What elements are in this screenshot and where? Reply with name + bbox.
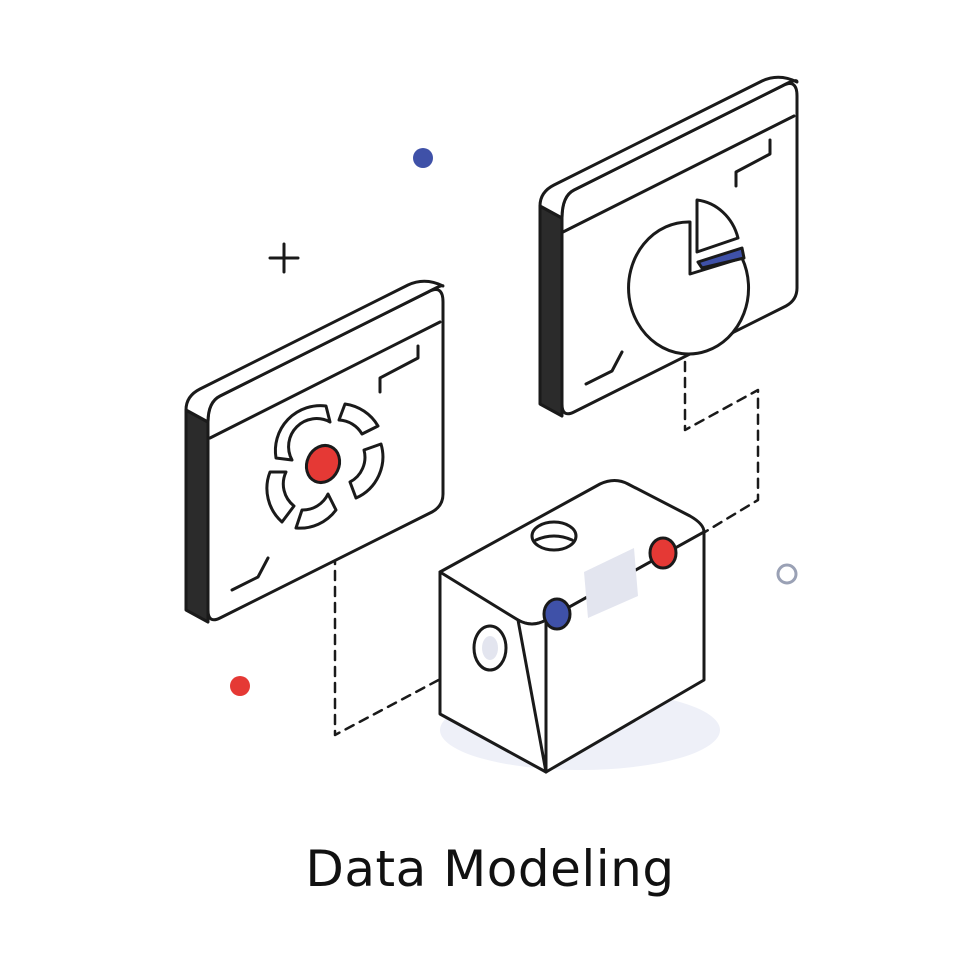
target-rings xyxy=(265,402,385,530)
ring-dot xyxy=(776,563,798,585)
status-light-red xyxy=(648,536,678,570)
target-screen-icon xyxy=(184,279,445,624)
status-light-blue xyxy=(542,597,572,631)
red-dot xyxy=(230,676,250,696)
pie-chart xyxy=(627,198,751,356)
plus-sparkle-icon xyxy=(268,242,300,274)
pie-chart-screen-icon xyxy=(538,75,799,418)
display-panel xyxy=(584,548,638,618)
connector-lines xyxy=(333,360,760,737)
server-box-icon xyxy=(438,479,720,774)
blue-dot xyxy=(413,148,433,168)
target-center-dot xyxy=(304,444,342,484)
caption-title: Data Modeling xyxy=(305,840,675,898)
